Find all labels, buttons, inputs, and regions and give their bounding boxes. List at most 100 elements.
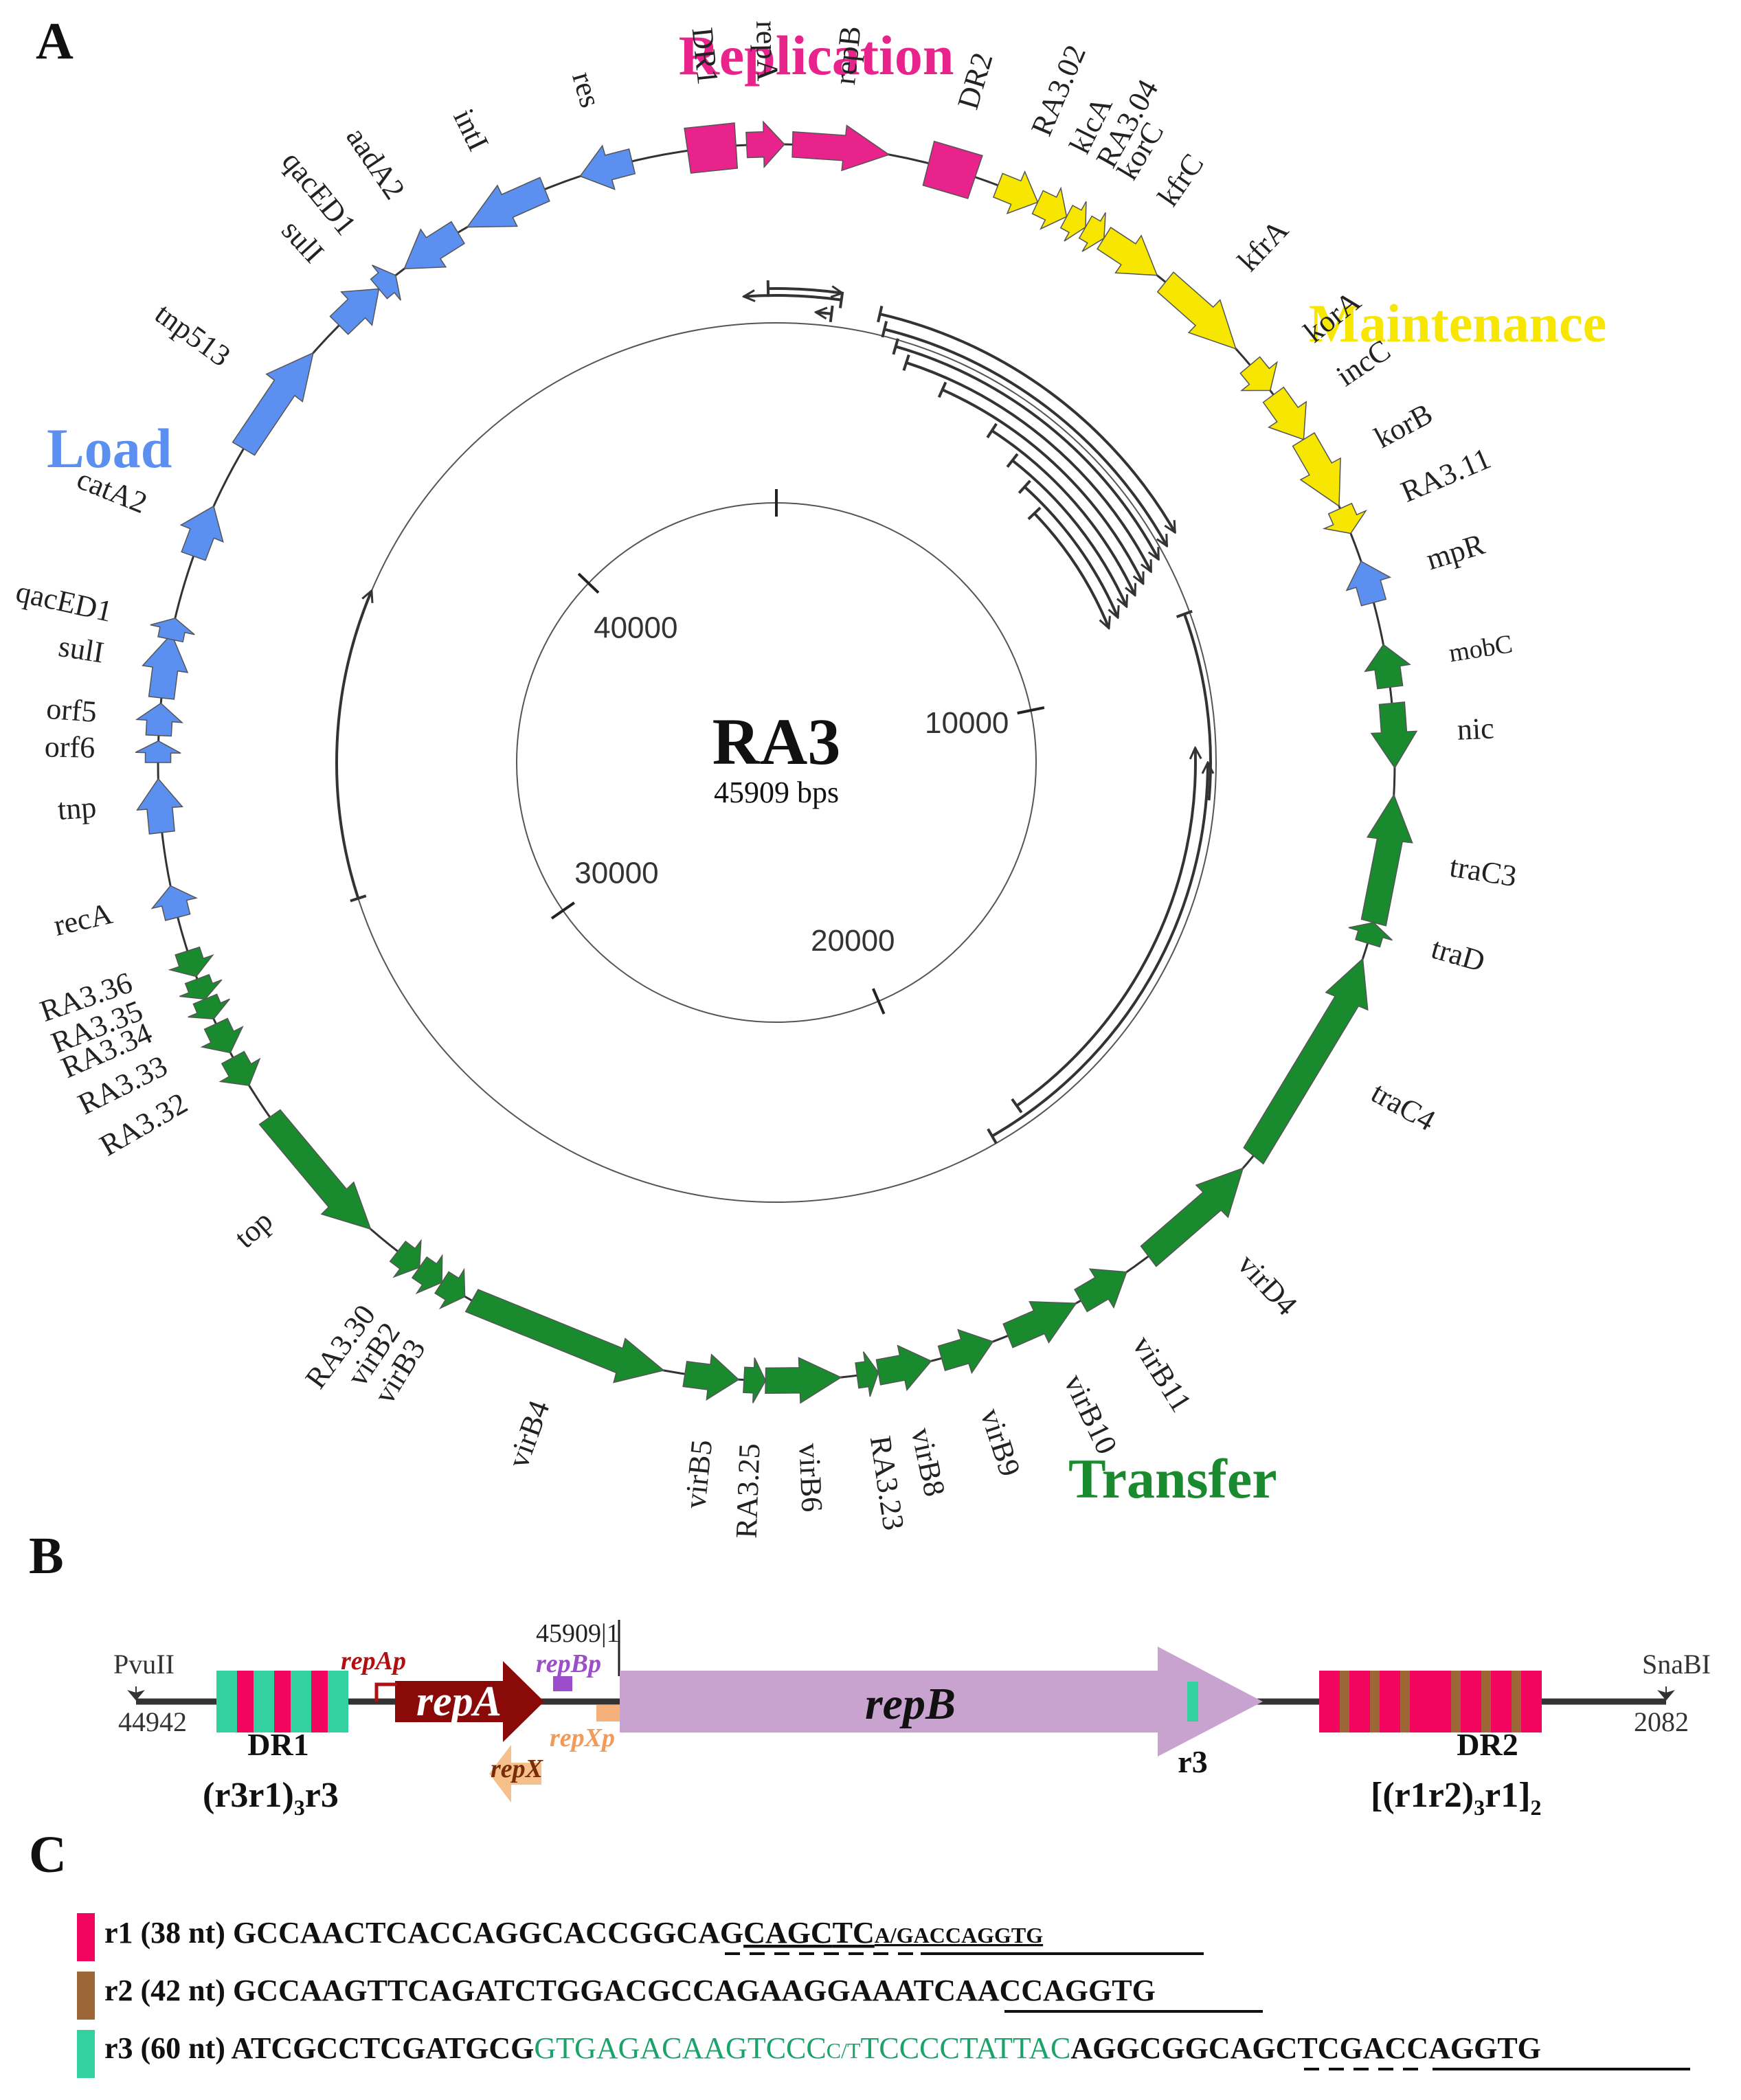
dr2-stripe (1451, 1671, 1461, 1732)
gene-label-mpR: mpR (1422, 527, 1489, 576)
gene-label-virD4: virD4 (1231, 1247, 1304, 1322)
dr1-block (216, 1671, 348, 1732)
dr2-stripe (1481, 1671, 1491, 1732)
gene-korC (1078, 212, 1106, 252)
gene-incC (1262, 386, 1307, 440)
r1-sequence-line: r1 (38 nt) GCCAACTCACCAGGCACCGGCAGCAGCTC… (104, 1916, 1043, 1950)
repX-label: repX (491, 1754, 544, 1783)
coordinate-tick (577, 572, 600, 594)
transcript-arc-start (350, 894, 367, 903)
dr2-block (1319, 1671, 1542, 1732)
gene-RA3.32 (218, 1050, 261, 1087)
gene-RA3.36 (168, 946, 214, 978)
gene-virB3 (434, 1267, 466, 1310)
coordinate-tick-label: 40000 (594, 611, 677, 645)
repeat-sequences: r1 (38 nt) GCCAACTCACCAGGCACCGGCAGCAGCTC… (77, 1913, 1690, 2078)
transcript-arc (991, 763, 1208, 1138)
dr2-structure: [(r1r2)3r1]2 (1371, 1776, 1542, 1820)
gene-virB6 (765, 1357, 842, 1404)
gene-label-virB10: virB10 (1057, 1369, 1124, 1459)
transcript-arc-start (937, 381, 947, 398)
gene-virB8 (875, 1344, 932, 1392)
gene-klcA (1031, 186, 1068, 230)
gene-label-kfrC: kfrC (1151, 148, 1210, 212)
module-title-maintenance: Maintenance (1309, 293, 1606, 353)
gene-label-virB9: virB9 (974, 1405, 1027, 1480)
gene-label-virB11: virB11 (1126, 1330, 1198, 1418)
gene-traC3 (1360, 793, 1413, 927)
transcript-arc-start (1006, 453, 1019, 468)
transcript-arc (879, 313, 1176, 532)
gene-virB4 (464, 1289, 665, 1384)
gene-orf5 (135, 702, 184, 737)
transcript-arc-start (838, 291, 844, 308)
right-end-marker (1657, 1686, 1675, 1701)
transcript-arc-start (987, 1128, 998, 1144)
r1-seq-part: CAGC (743, 1916, 833, 1950)
dr1-structure-tail: r3 (305, 1776, 339, 1815)
r3-sequence-line: r3 (60 nt) ATCGCCTCGATGCGGTGAGACAAGTCCCC… (104, 2031, 1541, 2065)
r1-seq-part: GCCAACTCACCAGGCACCGGCAG (233, 1916, 743, 1950)
dr2-stripe (1521, 1671, 1542, 1732)
gene-label-repB: repB (828, 24, 868, 86)
gene-korA (1239, 356, 1278, 392)
gene-virB5 (682, 1353, 740, 1401)
gene-repB (791, 124, 890, 172)
gene-qacED1 (370, 264, 401, 301)
dr2-stripe (1512, 1671, 1521, 1732)
r3-label: r3 (1178, 1744, 1207, 1779)
gene-label-tnp513: tnp513 (149, 297, 237, 373)
gene-mobC (1364, 644, 1411, 690)
gene-label-RA3.11: RA3.11 (1396, 441, 1496, 508)
gene-tnp (136, 778, 183, 835)
gene-RA3.11 (1322, 502, 1368, 534)
dr2-structure-sub1: 3 (1474, 1795, 1485, 1820)
dr1-structure: (r3r1)3r3 (203, 1776, 339, 1820)
dr1-stripe (254, 1671, 274, 1732)
gene-label-virB8: virB8 (905, 1425, 952, 1499)
gene-label-nic: nic (1457, 712, 1495, 747)
transcript-arc (895, 345, 1160, 559)
gene-top (258, 1109, 372, 1230)
plasmid-name: RA3 (712, 705, 841, 778)
gene-label-virB6: virB6 (792, 1443, 829, 1513)
gene-label-RA3.23: RA3.23 (864, 1434, 911, 1533)
repB-label: repB (865, 1679, 956, 1729)
gene-label-recA: recA (51, 896, 116, 942)
right-coordinate: 2082 (1634, 1706, 1689, 1737)
dr2-structure-b: r1] (1485, 1776, 1530, 1815)
r2-seq-part: CAACCAGGTG (934, 1974, 1156, 2007)
module-title-load: Load (47, 417, 172, 479)
gene-traC4 (1243, 958, 1369, 1165)
gene-qacED1 (150, 618, 195, 643)
coordinate-tick (550, 901, 575, 920)
gene-label-repA: repA (750, 21, 785, 82)
repA-arrow (395, 1661, 544, 1742)
r3-seq-part: GCAGC (1185, 2031, 1298, 2065)
gene-ring (135, 120, 1418, 1404)
dr2-stripe (1340, 1671, 1349, 1732)
dr2-stripe (1400, 1671, 1410, 1732)
gene-label-traD: traD (1428, 932, 1489, 979)
coordinate-tick-label: 20000 (811, 924, 895, 958)
r3-color-key (77, 2030, 95, 2078)
panel-label-c: C (29, 1826, 67, 1884)
repX-arrow (489, 1745, 541, 1803)
transcript-arc-start (902, 354, 910, 371)
r1-seq-part: A/GACCAGGTG (875, 1923, 1043, 1947)
gene-mpR (1345, 560, 1392, 607)
transcript-arc-start (1011, 1098, 1023, 1114)
gene-kfrA (1156, 271, 1237, 350)
dr2-stripe (1349, 1671, 1370, 1732)
transcript-arc-start (986, 422, 998, 439)
gene-virB10 (1002, 1301, 1077, 1348)
gene-virD4 (1140, 1167, 1244, 1267)
gene-nic (1370, 701, 1418, 769)
repBp-label: repBp (536, 1649, 601, 1678)
transcript-arc (1011, 459, 1127, 607)
dr1-structure-main: (r3r1) (203, 1776, 294, 1815)
dr2-structure-a: [(r1r2) (1371, 1776, 1474, 1815)
transcript-arc (816, 313, 832, 314)
dr2-stripe (1370, 1671, 1380, 1732)
r3-seq-part: TCCCCTATTAC (861, 2031, 1071, 2065)
